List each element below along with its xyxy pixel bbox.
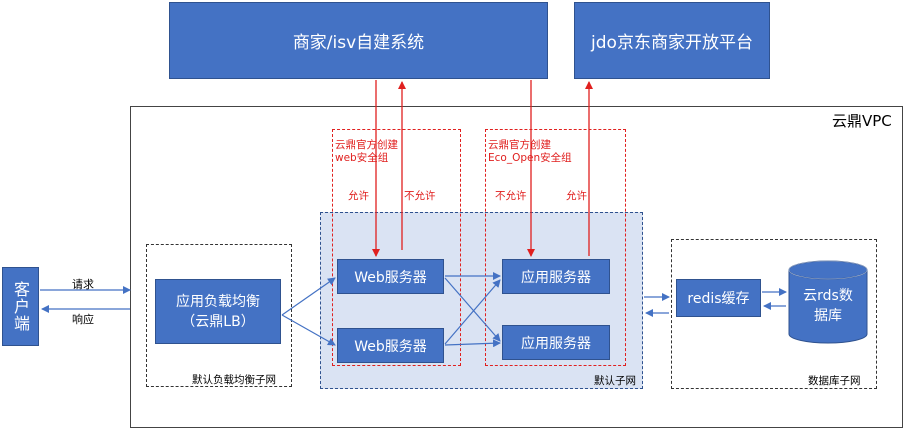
vpc-label: 云鼎VPC	[832, 112, 892, 130]
client-box[interactable]: 客户端	[2, 267, 39, 346]
web-server-2-label: Web服务器	[354, 338, 427, 355]
web-sg-title: 云鼎官方创建 web安全组	[335, 139, 398, 164]
arrow-web2-to-app1	[444, 279, 501, 345]
client-label: 客户端	[11, 281, 30, 332]
merchant-system-box[interactable]: 商家/isv自建系统	[169, 2, 548, 79]
app-server-1-label: 应用服务器	[521, 269, 591, 286]
jdo-platform-label: jdo京东商家开放平台	[591, 33, 753, 53]
app-server-1[interactable]: 应用服务器	[502, 259, 610, 294]
web-security-group	[332, 129, 461, 366]
eco-open-security-group	[485, 129, 626, 366]
vpc-container	[130, 106, 903, 428]
request-label: 请求	[72, 278, 94, 291]
default-subnet-label: 默认子网	[594, 375, 636, 387]
db-subnet	[671, 239, 877, 389]
lb-subnet	[146, 244, 292, 387]
web-server-1[interactable]: Web服务器	[337, 259, 444, 294]
app-server-2[interactable]: 应用服务器	[502, 325, 610, 360]
web-sg-allow-label: 允许	[348, 190, 369, 202]
rds-database-icon[interactable]	[788, 260, 868, 344]
eco-sg-title: 云鼎官方创建 Eco_Open安全组	[488, 139, 572, 164]
jdo-platform-box[interactable]: jdo京东商家开放平台	[574, 2, 770, 79]
arrow-lb-to-web1	[281, 277, 336, 316]
rds-database-label: 云rds数 据库	[803, 288, 853, 324]
redis-cache-box[interactable]: redis缓存	[676, 279, 761, 317]
app-server-2-label: 应用服务器	[521, 335, 591, 352]
arrow-web2-to-app2	[444, 339, 501, 348]
web-sg-deny-label: 不允许	[404, 190, 436, 202]
arrow-lb-to-web2	[281, 314, 336, 346]
load-balancer-box[interactable]: 应用负载均衡 （云鼎LB）	[155, 279, 281, 344]
response-label: 响应	[72, 313, 94, 326]
eco-sg-deny-label: 不允许	[495, 190, 527, 202]
redis-cache-label: redis缓存	[687, 291, 750, 307]
eco-sg-allow-label: 允许	[566, 190, 587, 202]
web-server-1-label: Web服务器	[354, 269, 427, 286]
db-subnet-label: 数据库子网	[808, 375, 861, 387]
arrow-web1-to-app2	[444, 277, 501, 342]
load-balancer-label: 应用负载均衡 （云鼎LB）	[176, 293, 260, 330]
web-server-2[interactable]: Web服务器	[337, 328, 444, 363]
lb-subnet-label: 默认负载均衡子网	[192, 374, 276, 386]
merchant-system-label: 商家/isv自建系统	[292, 33, 425, 53]
